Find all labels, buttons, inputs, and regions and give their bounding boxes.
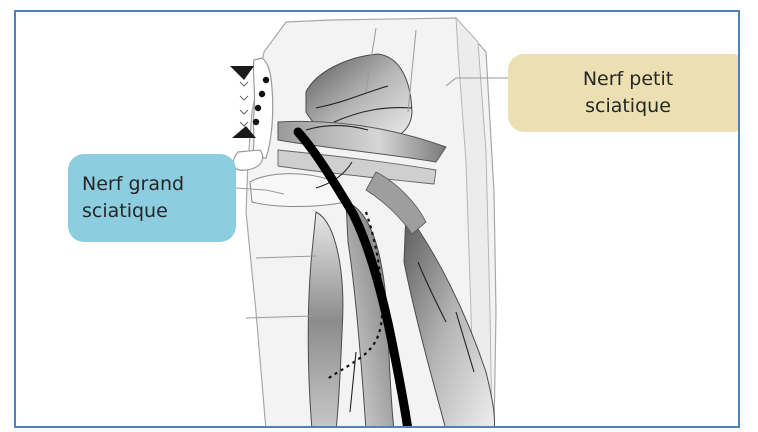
sacral-foramen-4 <box>253 119 259 125</box>
great-sciatic-nerve-label: Nerf grand sciatique <box>68 154 236 242</box>
pelvis-marker-top <box>230 66 254 80</box>
figure-frame: Nerf petit sciatique Nerf grand sciatiqu… <box>14 10 740 428</box>
sacral-foramen-1 <box>263 77 269 83</box>
sacral-foramen-3 <box>255 105 261 111</box>
sacral-foramen-2 <box>259 91 265 97</box>
small-sciatic-nerve-label: Nerf petit sciatique <box>508 54 740 132</box>
sacral-hooks <box>240 82 248 126</box>
